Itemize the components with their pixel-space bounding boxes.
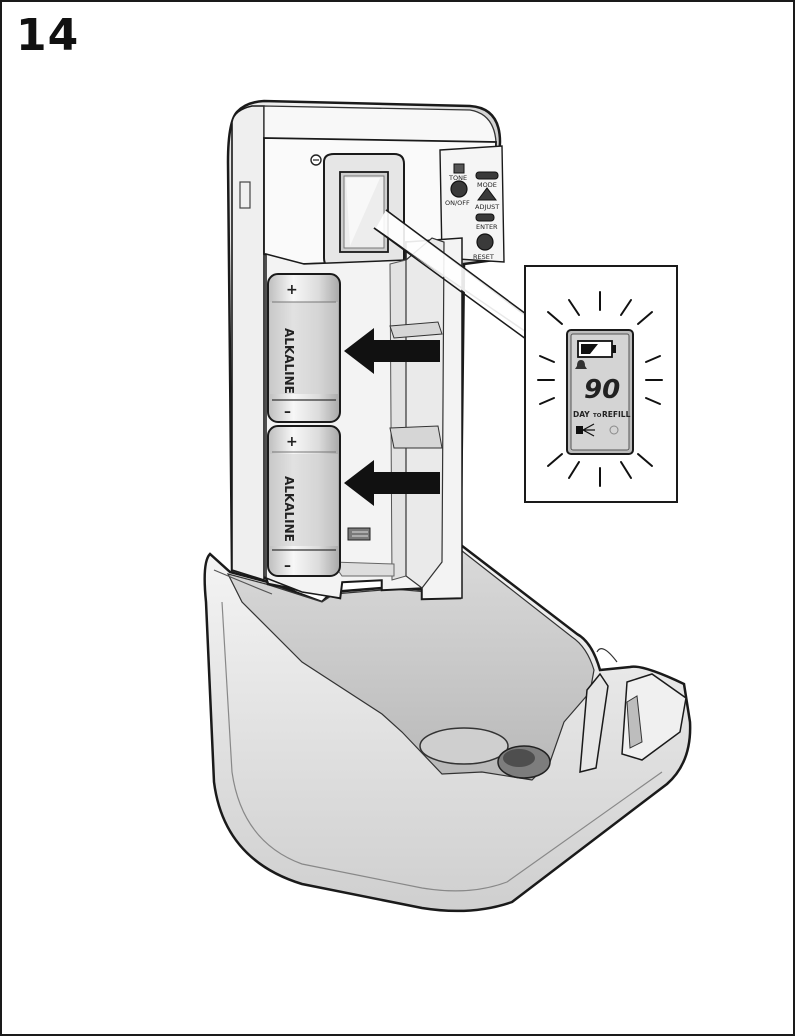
lcd-caption-day: DAY (573, 410, 590, 419)
lcd-digits: 90 (584, 375, 620, 405)
on-off-label: ON/OFF (445, 199, 470, 207)
battery-top-minus: – (284, 404, 291, 420)
flash-rays (537, 291, 663, 487)
mode-label: MODE (477, 181, 497, 189)
lcd-spray-icon (576, 426, 583, 434)
insert-arrow-lower (344, 460, 440, 506)
base-tray (203, 539, 692, 913)
reset-label: RESET (473, 253, 494, 261)
insert-arrow-upper (344, 328, 440, 374)
adjust-label: ADJUST (475, 203, 499, 211)
lcd-bell-icon (575, 360, 587, 369)
reset-button[interactable] (476, 233, 494, 251)
battery-bottom: + – ALKALINE (267, 425, 341, 577)
lcd-dim-icon (609, 425, 619, 435)
enter-button[interactable] (475, 213, 495, 222)
battery-top-label: ALKALINE (282, 328, 296, 394)
adjust-button[interactable] (477, 187, 497, 201)
battery-bottom-plus: + (286, 434, 298, 450)
mode-button[interactable] (475, 171, 499, 180)
tone-label: TONE (448, 174, 467, 182)
tone-button[interactable] (453, 163, 465, 174)
battery-bottom-label: ALKALINE (282, 476, 296, 542)
battery-top: + – ALKALINE (267, 273, 341, 423)
on-off-button[interactable] (450, 180, 468, 198)
lcd-caption-refill: REFILL (602, 410, 631, 419)
enter-label: ENTER (476, 223, 498, 231)
lcd-inset: 90 DAY TO REFILL (524, 265, 678, 503)
battery-top-plus: + (286, 282, 298, 298)
lcd-caption-to: TO (593, 413, 602, 419)
step-number: 14 (16, 10, 80, 61)
battery-bottom-minus: – (284, 558, 291, 574)
